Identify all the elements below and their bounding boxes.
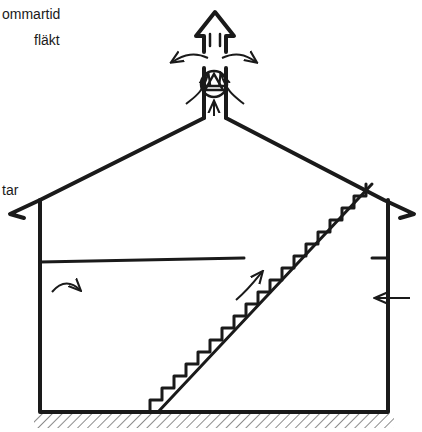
house-outline [10, 12, 414, 412]
note-label: ommartid [2, 6, 60, 23]
ground-hatching [34, 414, 394, 428]
note-label: fläkt [34, 32, 60, 49]
note-label: tar [2, 182, 18, 199]
airflow-arrow [52, 55, 410, 300]
